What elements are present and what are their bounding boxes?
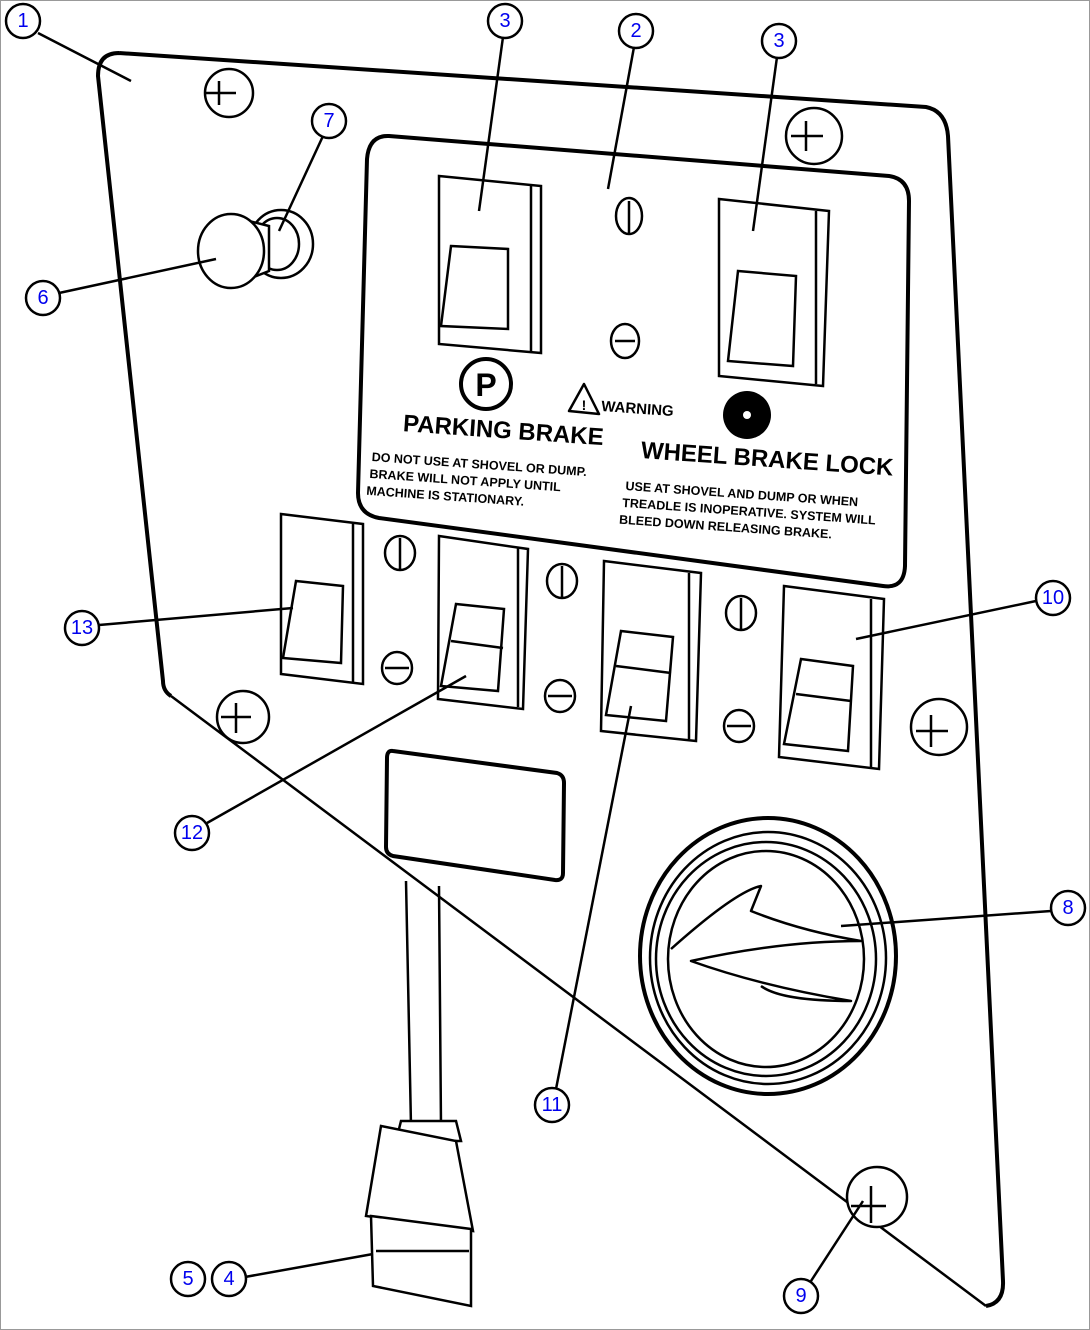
svg-text:11: 11 [542, 1094, 563, 1116]
svg-text:1: 1 [17, 10, 28, 32]
lamp-indicator [545, 562, 579, 600]
callout-10: 10 [1034, 579, 1072, 617]
indicator-knob [196, 208, 315, 290]
lamp-indicator [380, 650, 414, 686]
svg-text:8: 8 [1062, 897, 1073, 919]
svg-text:13: 13 [71, 617, 93, 639]
label-plate [355, 133, 912, 589]
wheel-brake-lock-title: WHEEL BRAKE LOCK [640, 437, 895, 482]
warning-icon: ! [567, 382, 601, 416]
callout-1: 1 [4, 2, 42, 40]
lamp-indicator [383, 534, 417, 572]
rocker-switch-10[interactable] [777, 584, 886, 771]
svg-text:6: 6 [37, 287, 48, 309]
rocker-switch-11[interactable] [599, 559, 703, 743]
svg-text:10: 10 [1042, 587, 1064, 609]
cable-connector [364, 880, 475, 1308]
parking-brake-title: PARKING BRAKE [402, 410, 604, 451]
screw-icon [784, 106, 844, 166]
callout-7: 7 [310, 102, 348, 140]
callout-5: 5 [169, 1260, 207, 1298]
callout-12: 12 [173, 814, 211, 852]
callout-3: 3 [486, 2, 524, 40]
callout-2: 2 [617, 12, 655, 50]
leader-lines [37, 31, 1052, 1282]
callout-13: 13 [63, 609, 101, 647]
callout-8: 8 [1049, 889, 1087, 927]
dial-gauge [638, 816, 898, 1096]
screw-icon [845, 1165, 909, 1229]
panel-plate [95, 51, 1006, 1308]
screw-icon [203, 67, 255, 119]
callout-11: 11 [533, 1086, 571, 1124]
svg-text:5: 5 [182, 1268, 193, 1290]
rocker-switch-12[interactable] [436, 534, 530, 711]
parking-brake-switch[interactable] [437, 174, 543, 355]
rocker-switch-13[interactable] [279, 512, 365, 686]
lamp-indicator [609, 322, 641, 360]
screw-icon [909, 697, 969, 757]
lamp-indicator [722, 708, 756, 744]
lamp-indicator [543, 678, 577, 714]
wheel-brake-lock-icon [723, 391, 771, 439]
callout-4: 4 [210, 1260, 248, 1298]
wheel-brake-lock-switch[interactable] [717, 197, 831, 388]
svg-text:P: P [475, 367, 496, 403]
svg-text:7: 7 [323, 110, 334, 132]
parking-brake-icon: P [459, 357, 513, 411]
svg-text:3: 3 [773, 30, 784, 52]
callout-9: 9 [782, 1277, 820, 1315]
svg-text:4: 4 [223, 1268, 234, 1290]
callout-6: 6 [24, 279, 62, 317]
blank-plate [383, 748, 567, 883]
lamp-indicator [724, 594, 758, 632]
svg-text:9: 9 [795, 1285, 806, 1307]
svg-text:12: 12 [181, 822, 203, 844]
svg-text:2: 2 [630, 20, 641, 42]
svg-text:!: ! [582, 397, 587, 413]
svg-text:3: 3 [499, 10, 510, 32]
screw-icon [215, 689, 271, 745]
lamp-indicator [614, 196, 644, 236]
callout-3: 3 [760, 22, 798, 60]
warning-label: WARNING [601, 398, 675, 420]
